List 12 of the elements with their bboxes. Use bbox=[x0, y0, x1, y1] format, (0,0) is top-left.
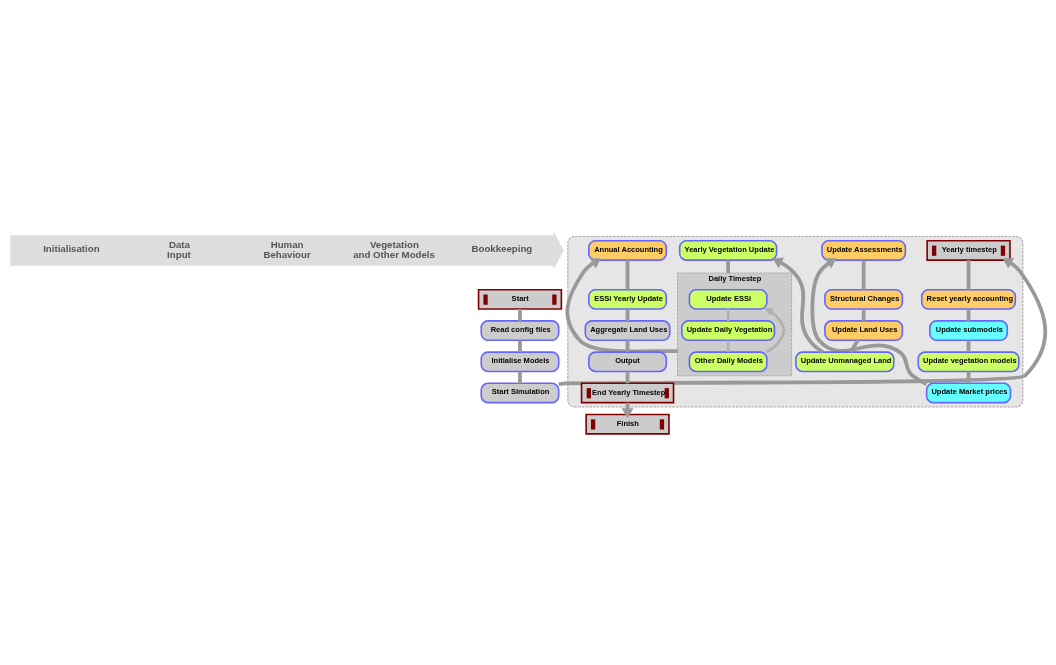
connector bbox=[518, 339, 522, 352]
arrow bbox=[763, 306, 786, 353]
connector bbox=[861, 259, 866, 290]
connector bbox=[518, 308, 522, 321]
arrow bbox=[772, 257, 824, 354]
connector bbox=[726, 259, 730, 273]
connector bbox=[518, 371, 522, 383]
connector bbox=[848, 338, 860, 353]
connector bbox=[625, 259, 630, 290]
connector bbox=[861, 308, 866, 321]
arrow bbox=[810, 257, 928, 386]
connector bbox=[966, 259, 971, 290]
